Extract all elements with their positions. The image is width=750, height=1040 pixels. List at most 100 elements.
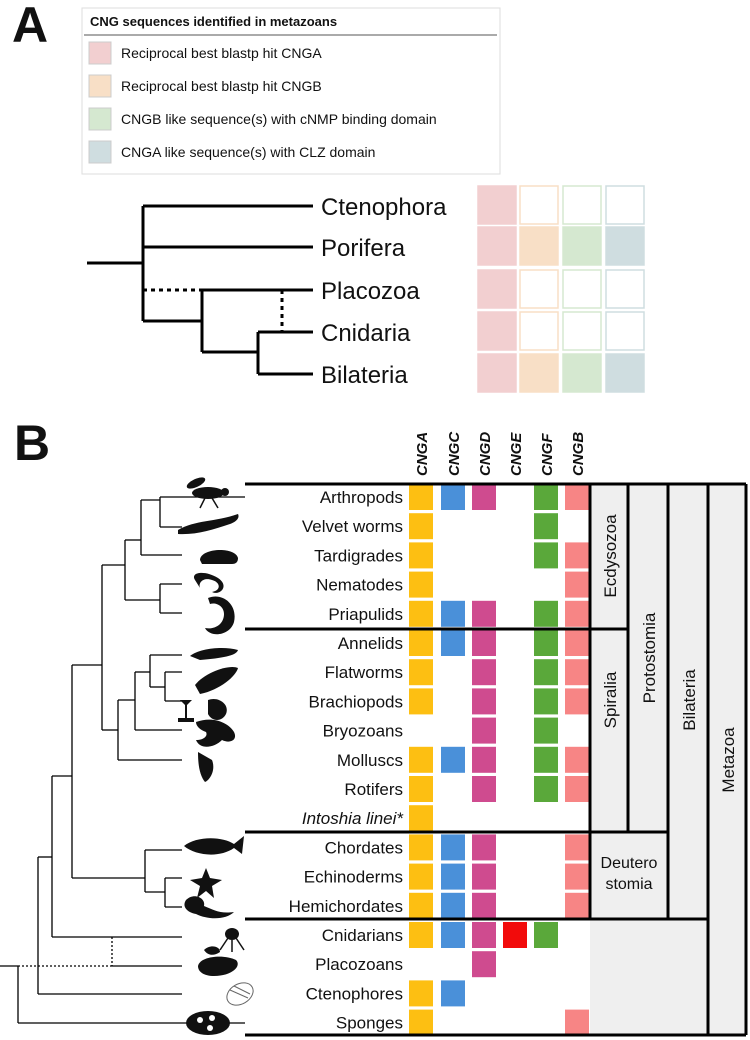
presence-cell-cnge (503, 922, 527, 948)
presence-cell-cnga (409, 1009, 433, 1036)
presence-cell-cngd (472, 717, 496, 744)
clade-frame (245, 482, 748, 1037)
clade-label-ecdysozoa: Ecdysozoa (601, 514, 620, 598)
legend-title: CNG sequences identified in metazoans (90, 14, 337, 29)
panel-a-cell (605, 226, 645, 266)
rotifer-silhouette (198, 752, 214, 782)
panel-a-cell (605, 311, 645, 351)
presence-cell-cngb (565, 776, 589, 802)
fly-silhouette (186, 477, 229, 509)
panel-a-cell (477, 269, 517, 309)
presence-cell-cngf (534, 600, 558, 627)
panel-a-cell (562, 269, 602, 309)
fish-silhouette (184, 836, 244, 855)
panel-a-cell (562, 226, 602, 266)
presence-cell-cngd (472, 922, 496, 948)
clade-label-spiralia: Spiralia (601, 671, 620, 728)
panel-a-cell (605, 185, 645, 225)
presence-cell-cnga (409, 980, 433, 1007)
presence-cell-cngc (441, 484, 465, 510)
taxon-label: Priapulids (328, 605, 403, 624)
ctenophore-silhouette (226, 982, 254, 1006)
octopus-silhouette (196, 719, 236, 747)
panel-a-cell (605, 353, 645, 393)
panel-a-cell (562, 311, 602, 351)
presence-cell-cnga (409, 776, 433, 802)
presence-cell-cnga (409, 630, 433, 656)
presence-cell-cngd (472, 600, 496, 627)
presence-cell-cngc (441, 746, 465, 773)
panel-a-cell (519, 353, 559, 393)
legend-swatch (88, 140, 112, 164)
taxon-label: Chordates (325, 838, 403, 857)
taxon-label: Cnidarians (322, 926, 403, 945)
clade-shading (590, 484, 746, 1035)
panel-a-cell (477, 226, 517, 266)
taxon-label: Ctenophores (306, 984, 403, 1003)
presence-cell-cngf (534, 922, 558, 948)
presence-cell-cngf (534, 659, 558, 686)
presence-cell-cngf (534, 513, 558, 540)
column-header-cngf: CNGF (539, 433, 556, 476)
panel-a-taxon-label: Cnidaria (321, 320, 411, 347)
nematode-silhouette (194, 572, 224, 593)
panel-a-cell (562, 353, 602, 393)
column-header-cngb: CNGB (570, 432, 587, 476)
silhouettes (178, 477, 254, 1035)
panel-a-cell (519, 311, 559, 351)
panel-a-label: A (12, 0, 48, 53)
presence-cell-cngd (472, 746, 496, 773)
presence-cell-cnga (409, 892, 433, 919)
acorn-worm-silhouette (184, 896, 234, 919)
panel-a-taxon-label: Placozoa (321, 278, 420, 305)
annelid-silhouette (190, 648, 238, 660)
jellyfish-silhouette (204, 928, 245, 955)
presence-cell-cnga (409, 834, 433, 861)
clade-label-protostomia: Protostomia (640, 612, 659, 703)
presence-cell-cngb (565, 834, 589, 861)
panel-a-cell (562, 185, 602, 225)
panel-a-cell (477, 185, 517, 225)
presence-cell-cngb (565, 688, 589, 715)
presence-cell-cngf (534, 688, 558, 715)
presence-cell-cngb (565, 484, 589, 510)
presence-cell-cngb (565, 600, 589, 627)
presence-cell-cngc (441, 863, 465, 890)
column-header-cngd: CNGD (477, 432, 494, 476)
presence-cell-cnga (409, 746, 433, 773)
legend-box (81, 7, 501, 175)
taxon-label: Nematodes (316, 576, 403, 595)
presence-cell-cngc (441, 980, 465, 1007)
taxon-label: Echinoderms (304, 868, 403, 887)
presence-cell-cnga (409, 659, 433, 686)
presence-cell-cngb (565, 630, 589, 656)
panel-a-cell (477, 353, 517, 393)
presence-cell-cnga (409, 600, 433, 627)
presence-cell-cngf (534, 542, 558, 569)
presence-cell-cnga (409, 863, 433, 890)
clade-label-deuterostomia-2: stomia (605, 876, 652, 893)
priapulid-silhouette (205, 596, 235, 635)
velvet-worm-silhouette (178, 514, 239, 535)
column-header-cnga: CNGA (414, 432, 431, 476)
taxon-label: Flatworms (325, 663, 403, 682)
presence-cell-cngf (534, 630, 558, 656)
legend-item-label: CNGA like sequence(s) with CLZ domain (121, 144, 375, 160)
presence-cell-cngd (472, 776, 496, 802)
presence-cell-cngd (472, 659, 496, 686)
legend-item-label: CNGB like sequence(s) with cNMP binding … (121, 111, 437, 127)
column-header-cngc: CNGC (446, 431, 463, 476)
presence-cell-cngd (472, 688, 496, 715)
panel-b-tree (0, 496, 245, 1024)
presence-cell-cngf (534, 776, 558, 802)
brachiopod-silhouette (208, 698, 227, 720)
presence-cell-cngd (472, 630, 496, 656)
panel-a-cell (605, 269, 645, 309)
presence-cell-cngf (534, 484, 558, 510)
clade-label-bilateria: Bilateria (680, 669, 699, 731)
presence-cell-cngc (441, 630, 465, 656)
taxon-label: Velvet worms (302, 517, 403, 536)
taxon-label: Brachiopods (308, 692, 403, 711)
presence-cell-cnga (409, 922, 433, 948)
